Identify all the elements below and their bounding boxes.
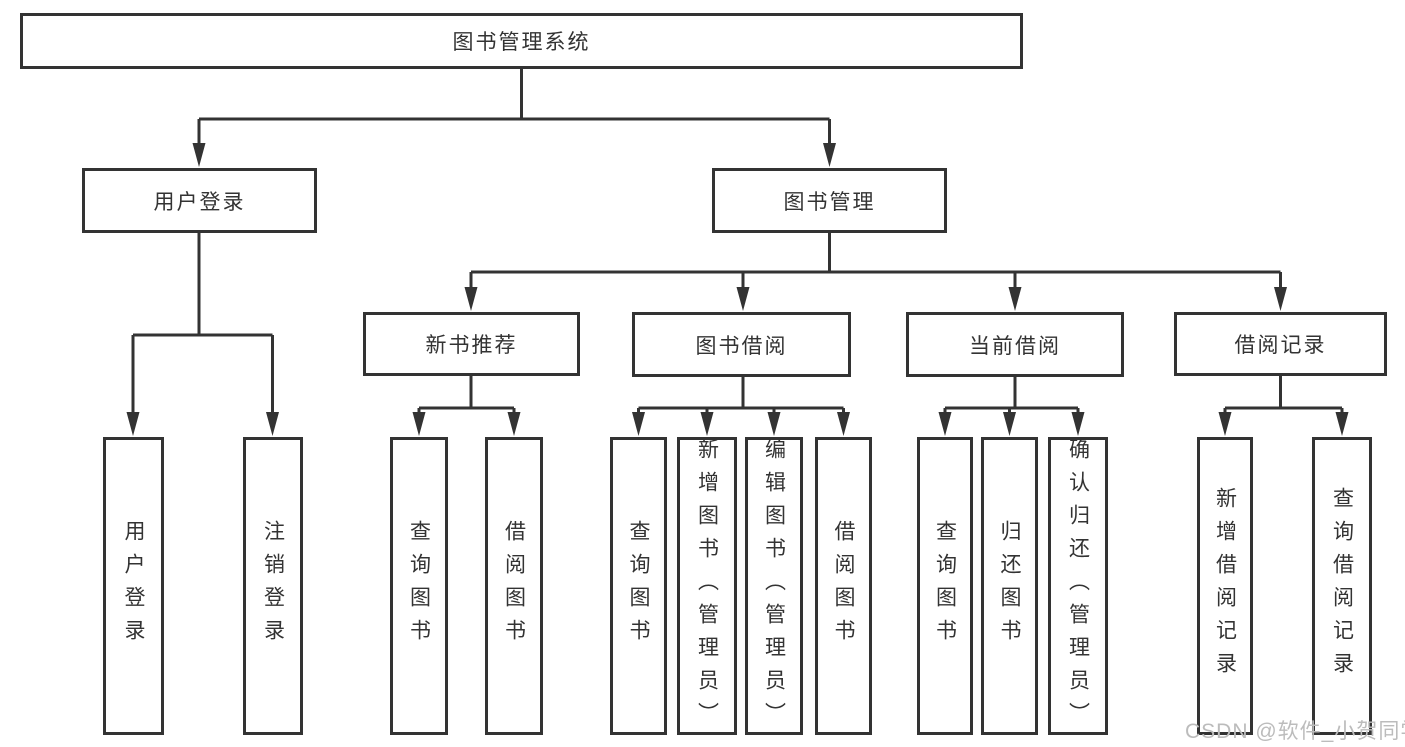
leaf-user-login-label: 用户登录 xyxy=(122,520,145,652)
leaf-logout: 注销登录 xyxy=(243,437,303,735)
leaf-add-books-admin-label: 新增图书（管理员） xyxy=(695,437,719,735)
leaf-query-books-borrow-label: 查询图书 xyxy=(627,520,650,652)
leaf-query-books-current: 查询图书 xyxy=(917,437,973,735)
node-book-management-label: 图书管理 xyxy=(783,190,876,214)
connector-book-borrow xyxy=(632,377,850,436)
node-book-borrow: 图书借阅 xyxy=(632,312,851,377)
connector-user-login xyxy=(126,233,279,436)
connector-new-book-recommend xyxy=(412,376,521,436)
node-new-book-recommend: 新书推荐 xyxy=(363,312,580,376)
leaf-query-books-current-label: 查询图书 xyxy=(933,520,957,652)
leaf-add-borrow-record: 新增借阅记录 xyxy=(1197,437,1253,735)
connector-book-management xyxy=(464,233,1287,311)
leaf-query-borrow-record-label: 查询借阅记录 xyxy=(1330,487,1354,685)
node-borrow-records-label: 借阅记录 xyxy=(1234,334,1327,357)
connector-current-borrow xyxy=(938,377,1085,436)
node-user-login: 用户登录 xyxy=(82,168,317,233)
node-user-login-label: 用户登录 xyxy=(153,190,246,214)
node-current-borrow-label: 当前借阅 xyxy=(969,334,1061,358)
node-new-book-recommend-label: 新书推荐 xyxy=(425,334,518,357)
leaf-confirm-return-admin: 确认归还（管理员） xyxy=(1048,437,1108,735)
leaf-borrow-books-recommend: 借阅图书 xyxy=(485,437,543,735)
connector-borrow-records xyxy=(1218,376,1349,436)
node-book-borrow-label: 图书借阅 xyxy=(695,334,788,358)
leaf-edit-books-admin: 编辑图书（管理员） xyxy=(745,437,803,735)
node-borrow-records: 借阅记录 xyxy=(1174,312,1387,376)
leaf-query-books-recommend: 查询图书 xyxy=(390,437,448,735)
connector-root xyxy=(192,69,836,167)
leaf-edit-books-admin-label: 编辑图书（管理员） xyxy=(762,437,786,735)
leaf-borrow-books-label: 借阅图书 xyxy=(832,520,855,652)
leaf-confirm-return-admin-label: 确认归还（管理员） xyxy=(1066,437,1090,735)
leaf-add-borrow-record-label: 新增借阅记录 xyxy=(1213,487,1237,685)
leaf-return-books-label: 归还图书 xyxy=(998,520,1021,652)
node-root: 图书管理系统 xyxy=(20,13,1023,69)
leaf-return-books: 归还图书 xyxy=(981,437,1038,735)
csdn-watermark: CSDN @软件_小贺同学 xyxy=(1185,720,1405,743)
leaf-query-books-recommend-label: 查询图书 xyxy=(407,520,431,652)
node-current-borrow: 当前借阅 xyxy=(906,312,1124,377)
leaf-add-books-admin: 新增图书（管理员） xyxy=(677,437,737,735)
node-root-label: 图书管理系统 xyxy=(452,31,591,54)
leaf-borrow-books-recommend-label: 借阅图书 xyxy=(502,520,526,652)
node-book-management: 图书管理 xyxy=(712,168,947,233)
leaf-query-borrow-record: 查询借阅记录 xyxy=(1312,437,1372,735)
leaf-query-books-borrow: 查询图书 xyxy=(610,437,667,735)
leaf-borrow-books: 借阅图书 xyxy=(815,437,872,735)
leaf-user-login: 用户登录 xyxy=(103,437,164,735)
leaf-logout-label: 注销登录 xyxy=(261,520,285,652)
